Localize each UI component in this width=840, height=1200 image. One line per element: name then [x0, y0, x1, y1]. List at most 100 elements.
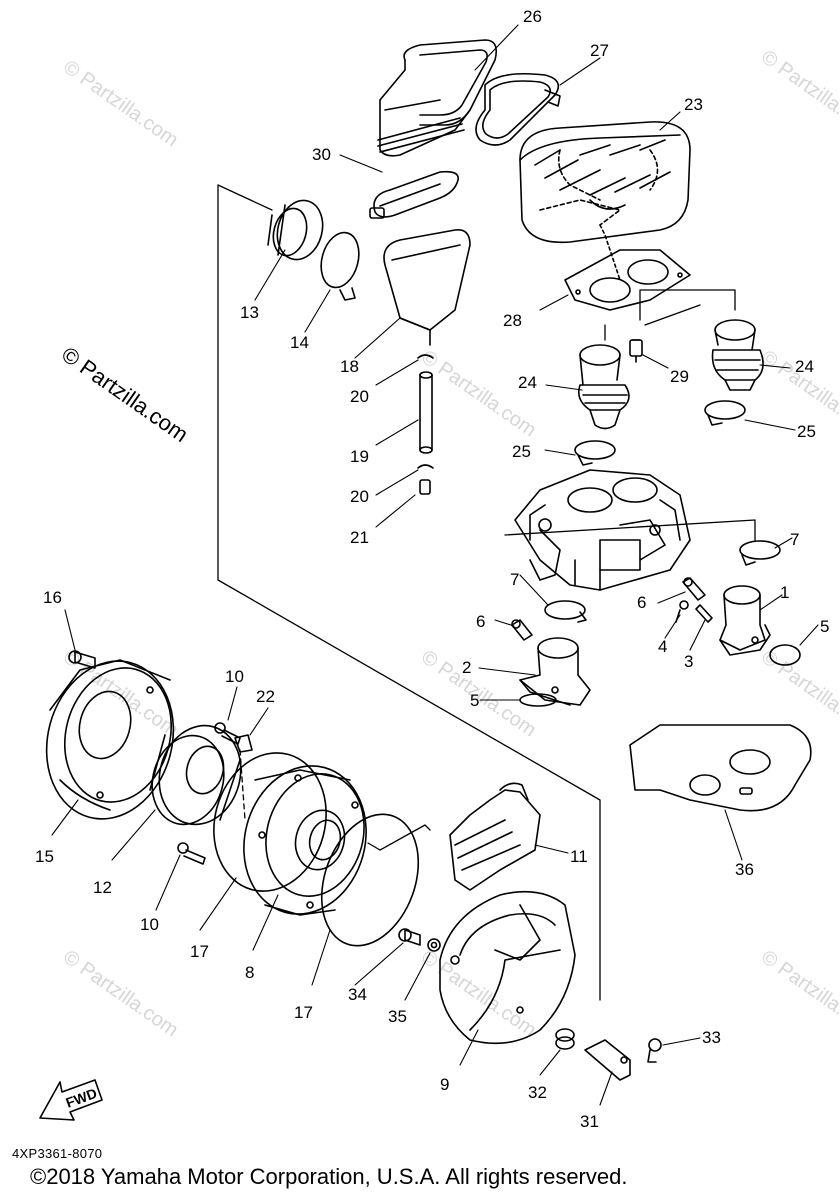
callout-8: 8	[245, 963, 254, 982]
callout-12: 12	[93, 878, 112, 897]
part-1-intake-joint	[719, 585, 771, 656]
watermark-text: © Partzilla.com	[757, 946, 840, 1041]
callout-16: 16	[43, 588, 62, 607]
part-34-bolt	[398, 928, 421, 946]
callout-5-left: 5	[470, 691, 479, 710]
part-22-clip	[234, 734, 253, 753]
callout-30: 30	[312, 145, 331, 164]
callout-25-left: 25	[512, 442, 531, 461]
part-27-band-clamp	[475, 72, 561, 146]
callout-9: 9	[440, 1075, 449, 1094]
part-12-filter-element	[149, 724, 242, 826]
callout-4: 4	[658, 637, 667, 656]
callout-18: 18	[340, 357, 359, 376]
part-9-intake-cover	[439, 890, 576, 1045]
part-7-clamp-lower	[544, 600, 587, 623]
part-10-screw-lower	[177, 842, 206, 865]
part-8-airbox-body	[243, 765, 367, 916]
part-6-bolt-left	[511, 619, 533, 641]
callout-6-left: 6	[476, 612, 485, 631]
callout-7-upper: 7	[790, 530, 799, 549]
part-20-clip-upper	[417, 354, 434, 359]
part-35-washer	[427, 938, 441, 952]
part-32-grommet	[555, 1028, 575, 1050]
part-36-gasket	[629, 724, 812, 812]
callout-3: 3	[684, 652, 693, 671]
callout-25-right: 25	[797, 422, 816, 441]
callout-14: 14	[290, 333, 309, 352]
part-13-duct-ring	[267, 199, 324, 261]
watermark-text: © Partzilla.com	[59, 946, 182, 1041]
callout-27: 27	[590, 41, 609, 60]
part-5-o-ring-right	[769, 644, 801, 666]
part-28-gasket-plate	[564, 249, 691, 311]
part-26-intake-duct	[377, 39, 498, 157]
callout-17-right: 17	[294, 1003, 313, 1022]
carburetor-assembly	[514, 469, 691, 591]
leader-lines	[51, 24, 819, 1106]
callout-29: 29	[670, 367, 689, 386]
part-33-bolt	[647, 1038, 662, 1063]
callout-33: 33	[702, 1028, 721, 1047]
callout-34: 34	[348, 985, 367, 1004]
part-10-screw-upper	[214, 722, 241, 745]
callout-24-left: 24	[518, 373, 537, 392]
part-17-seal-right	[320, 813, 420, 947]
callout-20-upper: 20	[350, 387, 369, 406]
part-3-pin	[695, 604, 713, 623]
part-21-plug	[419, 479, 431, 495]
callout-19: 19	[350, 447, 369, 466]
part-11-air-duct	[449, 782, 541, 891]
boundary-lines	[217, 184, 756, 1001]
callout-15: 15	[35, 847, 54, 866]
callout-24-right: 24	[795, 357, 814, 376]
part-6-bolt-right	[682, 577, 706, 601]
part-31-bracket	[584, 1039, 631, 1081]
part-17-seal-left	[213, 752, 327, 892]
callout-36: 36	[735, 860, 754, 879]
callout-7-lower: 7	[510, 570, 519, 589]
callout-21: 21	[350, 528, 369, 547]
callout-35: 35	[388, 1007, 407, 1026]
callout-28: 28	[503, 311, 522, 330]
callout-5-right: 5	[820, 617, 829, 636]
copyright-notice: ©2018 Yamaha Motor Corporation, U.S.A. A…	[30, 1164, 628, 1189]
callout-1: 1	[780, 583, 789, 602]
callout-2: 2	[462, 658, 471, 677]
callout-31: 31	[580, 1112, 599, 1131]
watermark-text: © Partzilla.com	[757, 46, 840, 141]
callout-22: 22	[256, 687, 275, 706]
part-24-rubber-joint-left	[577, 344, 630, 430]
callout-26: 26	[523, 7, 542, 26]
part-30-band-clamp	[369, 170, 459, 219]
callout-10-lower: 10	[140, 915, 159, 934]
callout-17-left: 17	[190, 942, 209, 961]
part-18-drain-box	[383, 228, 471, 346]
part-25-hose-clamp-right	[704, 400, 746, 426]
callout-13: 13	[240, 303, 259, 322]
callout-23: 23	[684, 95, 703, 114]
part-19-hose	[419, 371, 433, 454]
callout-11: 11	[570, 847, 588, 866]
part-16-bolt	[68, 650, 96, 669]
callout-labels: 26 27 23 30 13 14 18 20 19 20 21 28 29 2…	[35, 7, 829, 1131]
callout-6-right: 6	[637, 593, 646, 612]
part-7-clamp-upper	[739, 540, 781, 566]
partzilla-watermark: © Partzilla.com	[57, 342, 193, 448]
diagram-code: 4XP3361-8070	[12, 1146, 103, 1161]
watermark-text: © Partzilla.com	[59, 56, 182, 151]
callout-20-lower: 20	[350, 487, 369, 506]
fwd-arrow-icon: FWD	[39, 1079, 103, 1121]
parts-diagram: © Partzilla.com © Partzilla.com © Partzi…	[35, 7, 840, 1131]
part-24-rubber-joint-right	[711, 319, 764, 391]
part-29-bolt	[629, 339, 643, 363]
part-23-airbox-cover	[519, 121, 691, 281]
callout-10-upper: 10	[225, 667, 244, 686]
watermark-text: © Partzilla.com	[417, 346, 540, 441]
part-14-clamp	[320, 231, 360, 301]
part-20-clip-lower	[417, 464, 434, 469]
callout-32: 32	[528, 1083, 547, 1102]
watermark-text: © Partzilla.com	[417, 946, 540, 1041]
part-25-hose-clamp-left	[574, 440, 616, 466]
watermarks: © Partzilla.com © Partzilla.com © Partzi…	[57, 46, 840, 1041]
